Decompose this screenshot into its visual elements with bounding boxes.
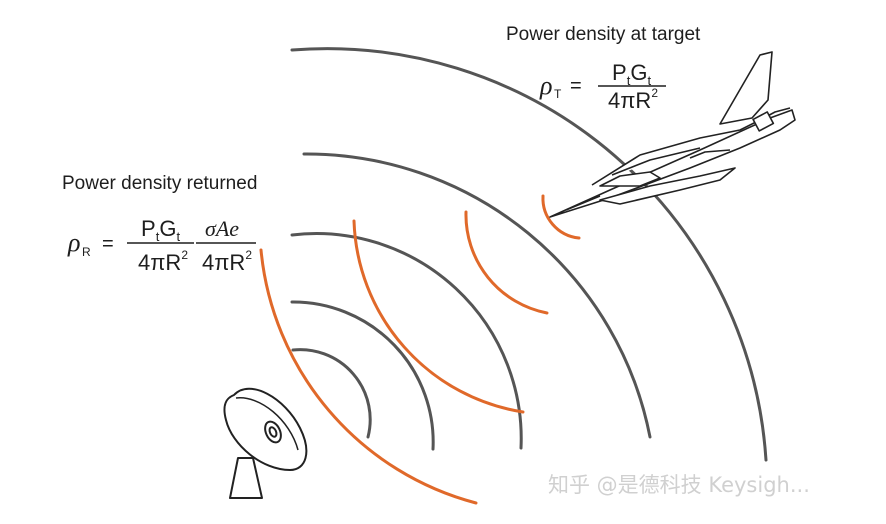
target-label: Power density at target bbox=[506, 24, 701, 45]
returned-rho-symbol: ρ bbox=[67, 228, 80, 257]
returned-denominator-1: 4πR2 bbox=[138, 248, 188, 275]
return-wave-2 bbox=[464, 210, 549, 315]
returned-den2-exp: 2 bbox=[245, 248, 252, 262]
returned-num-t2: t bbox=[176, 229, 180, 244]
returned-numerator-1: PtGt bbox=[141, 216, 180, 244]
returned-equals: = bbox=[102, 233, 114, 255]
target-num-t1: t bbox=[627, 73, 631, 88]
fighter-jet-icon bbox=[549, 51, 796, 218]
target-num-p: P bbox=[612, 60, 627, 85]
returned-label: Power density returned bbox=[62, 173, 257, 194]
returned-rho-subscript: R bbox=[82, 245, 91, 259]
transmit-wave-4 bbox=[302, 152, 652, 439]
transmit-wave-5 bbox=[290, 47, 768, 462]
returned-denominator-2: 4πR2 bbox=[202, 248, 252, 275]
return-wavefronts bbox=[259, 194, 581, 505]
target-num-t2: t bbox=[647, 73, 651, 88]
returned-den2-base: 4πR bbox=[202, 250, 245, 275]
returned-num-p: P bbox=[141, 216, 156, 241]
returned-den1-base: 4πR bbox=[138, 250, 181, 275]
target-num-g: G bbox=[630, 60, 647, 85]
target-equals: = bbox=[570, 75, 582, 97]
transmit-wavefronts bbox=[290, 47, 768, 462]
returned-numerator-2: σAe bbox=[205, 216, 239, 241]
transmit-wave-2 bbox=[290, 300, 435, 451]
transmit-wave-3 bbox=[290, 232, 523, 450]
target-rho-subscript: T bbox=[554, 87, 562, 101]
target-rho-symbol: ρ bbox=[539, 71, 552, 100]
return-wave-1 bbox=[541, 194, 581, 240]
target-formula: ρ T = PtGt 4πR2 bbox=[539, 60, 666, 113]
watermark: 知乎 @是德科技 Keysigh... bbox=[548, 473, 810, 497]
transmit-wave-1 bbox=[291, 348, 372, 439]
return-wave-3 bbox=[352, 219, 525, 414]
returned-formula: ρ R = PtGt 4πR2 σAe 4πR2 bbox=[67, 216, 256, 275]
target-den-base: 4πR bbox=[608, 88, 651, 113]
target-numerator: PtGt bbox=[612, 60, 651, 88]
target-denominator: 4πR2 bbox=[608, 86, 658, 113]
returned-num-g: G bbox=[159, 216, 176, 241]
return-wave-4 bbox=[259, 248, 478, 505]
radar-dish-icon bbox=[223, 387, 308, 499]
returned-den1-exp: 2 bbox=[181, 248, 188, 262]
returned-num-t1: t bbox=[156, 229, 160, 244]
target-den-exp: 2 bbox=[651, 86, 658, 100]
